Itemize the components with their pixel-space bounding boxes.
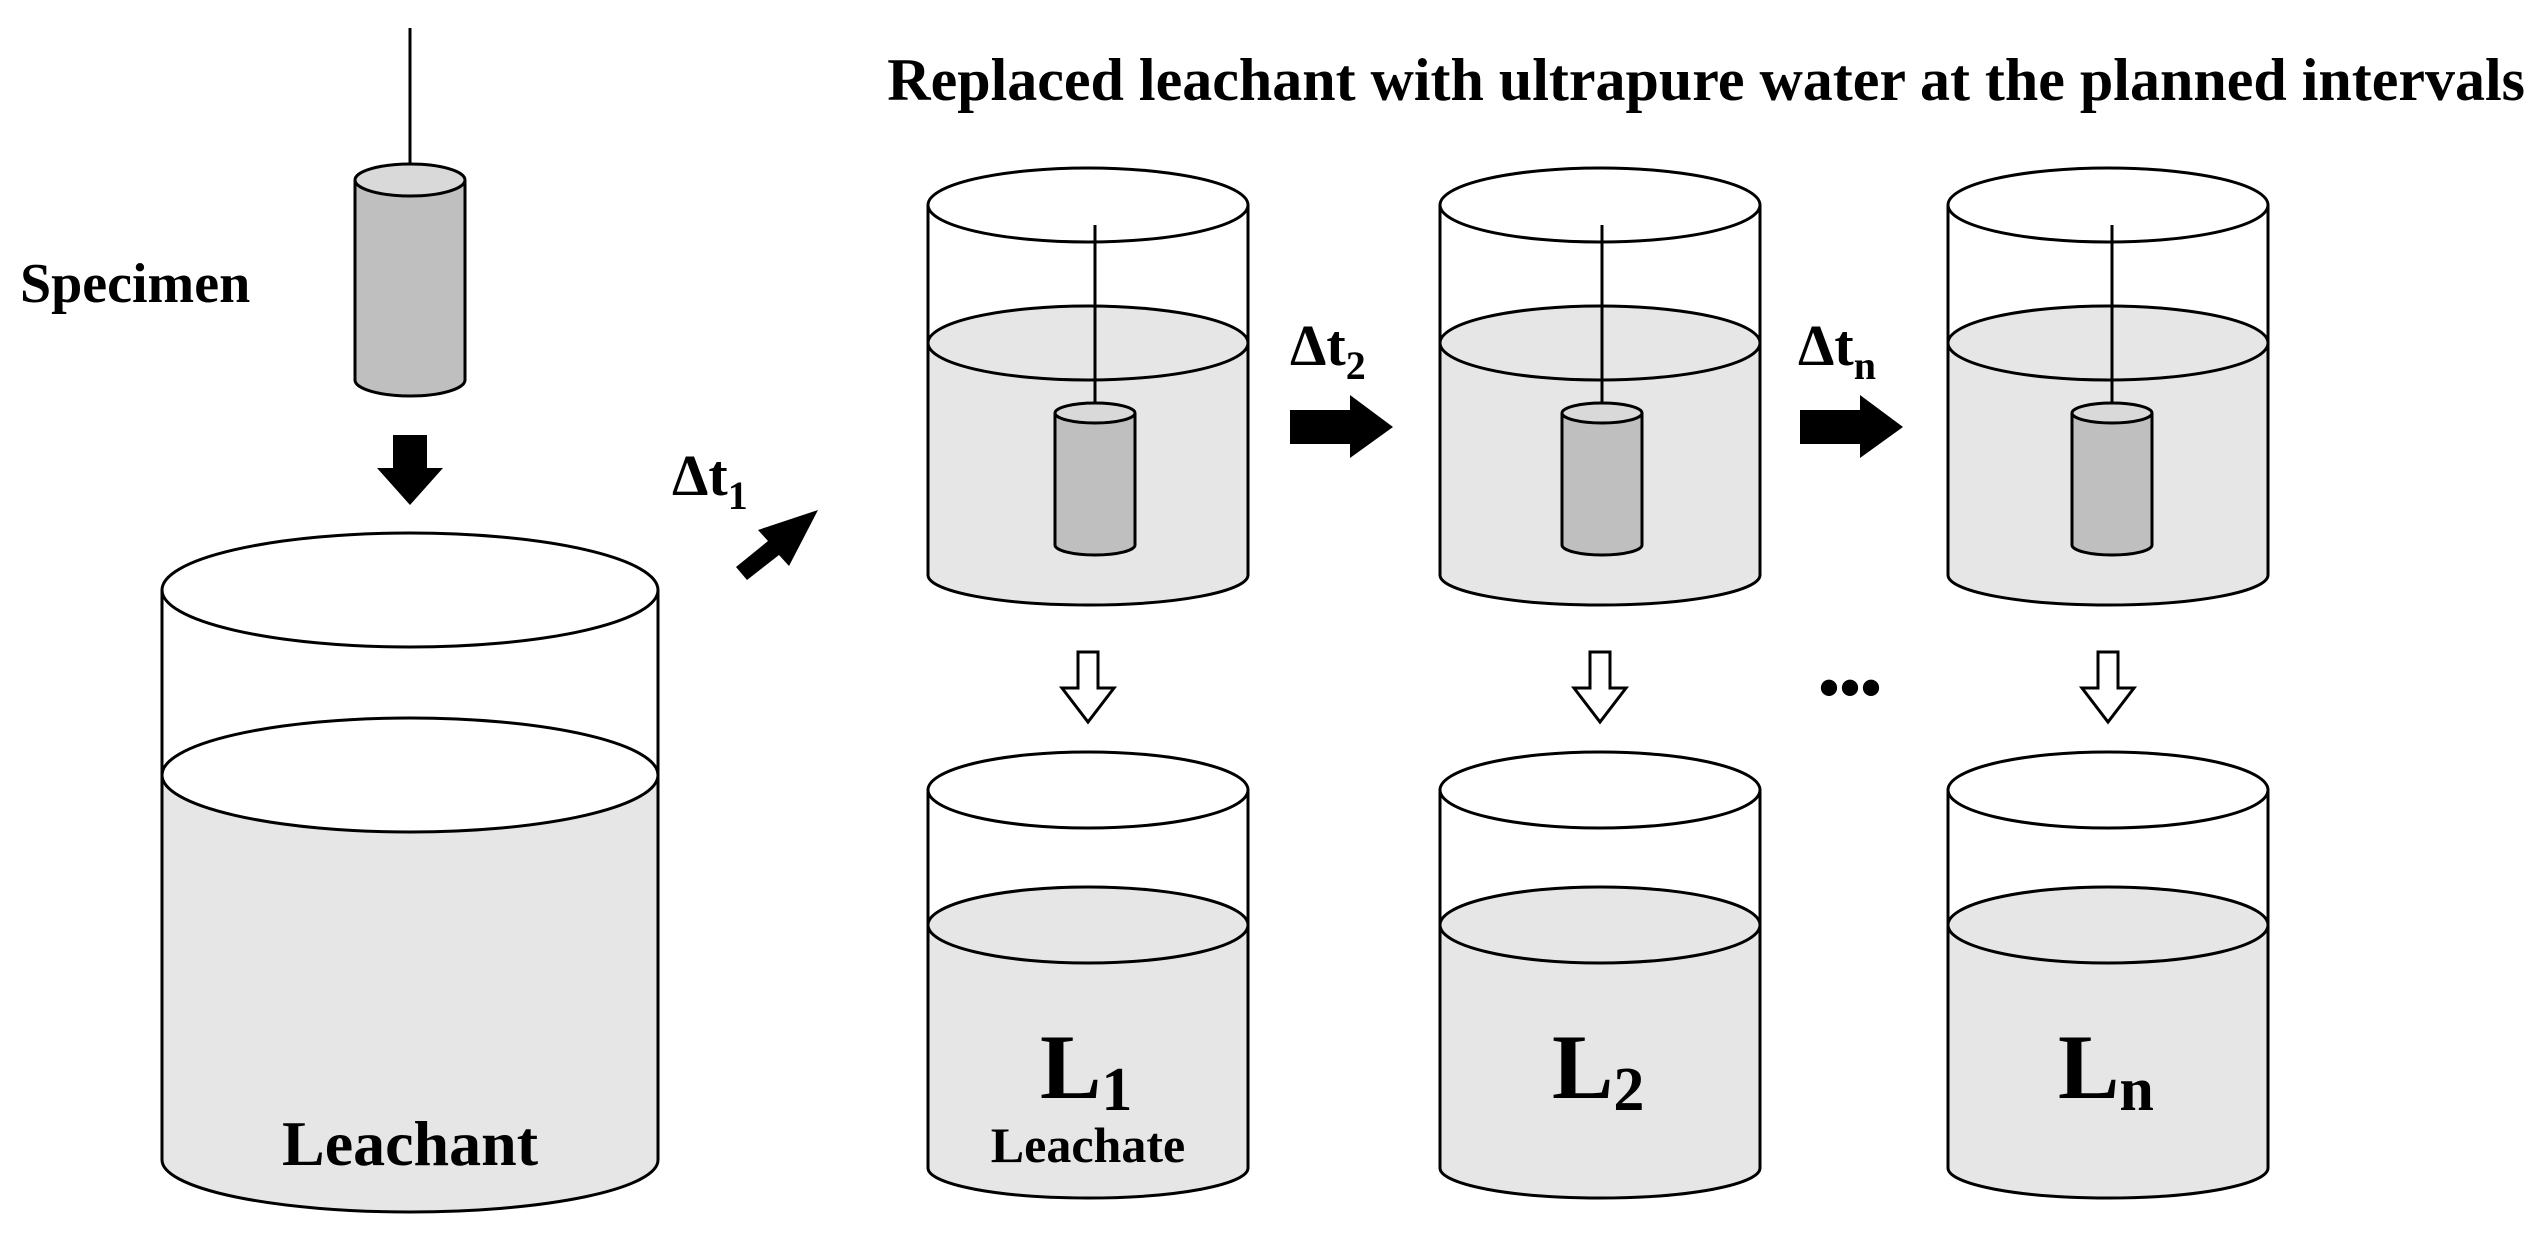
right-arrow-icon [1800,395,1903,458]
leachant-label: Leachant [282,1108,539,1179]
hanging-specimen [353,28,467,398]
leachate-beaker-1 [926,750,1250,1200]
down-arrow-icon [377,435,443,505]
leachate-label-n: Ln [2058,1016,2154,1124]
step-label-n: Δtn [1798,313,1876,388]
hollow-down-arrow-icon [2078,650,2138,725]
step-label-2: Δt2 [1290,313,1366,388]
diagram-title: Replaced leachant with ultrapure water a… [887,47,2525,113]
diagonal-arrow-icon [736,510,818,580]
immersion-beaker-n [1946,166,2270,607]
hollow-down-arrow-icon [1570,650,1630,725]
right-arrow-icon [1290,395,1393,458]
step-label-1: Δt1 [672,443,748,518]
leachate-beaker-2 [1438,750,1762,1200]
leachate-label-2: L2 [1552,1016,1644,1124]
immersion-beaker-2 [1438,166,1762,607]
leachate-beaker-n [1946,750,2270,1200]
hollow-down-arrow-icon [1058,650,1118,725]
immersion-beaker-1 [926,166,1250,607]
leachate-label-1: L1 [1040,1016,1132,1124]
leachant-beaker [160,531,660,1214]
ellipsis-dots: ••• [1818,655,1881,721]
specimen-label: Specimen [20,253,250,315]
leachate-label: Leachate [991,1117,1185,1173]
